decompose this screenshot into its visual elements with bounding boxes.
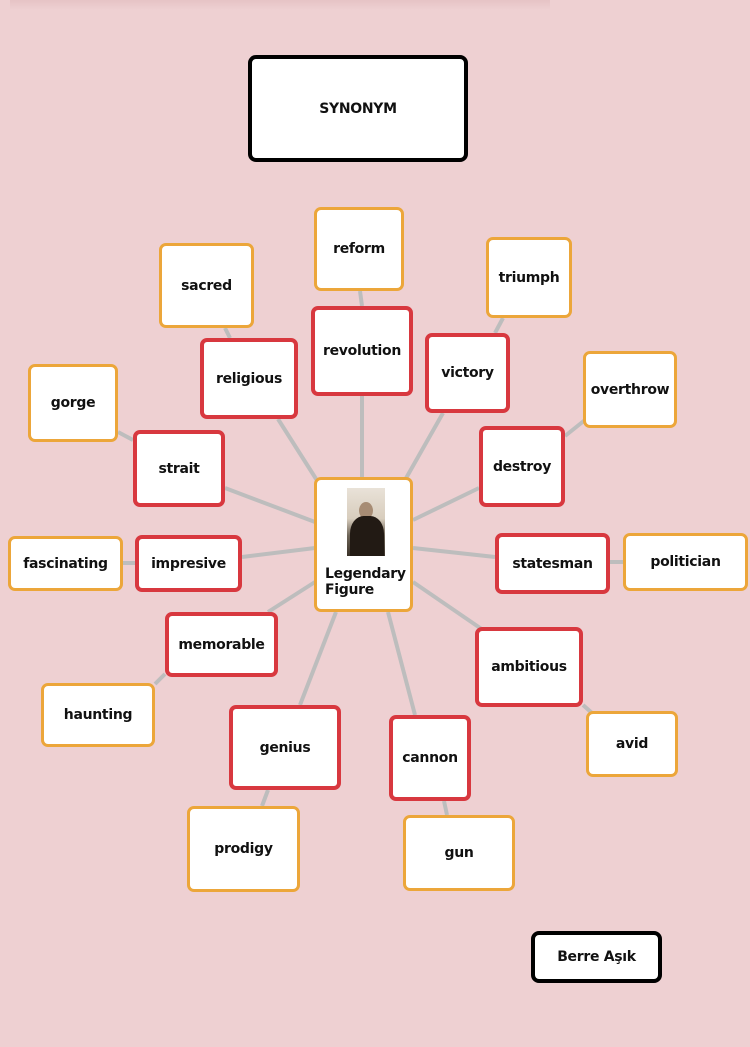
node-label: prodigy (214, 841, 273, 857)
node-impresive[interactable]: impresive (135, 535, 242, 592)
connector-line (298, 611, 338, 706)
author-name: Berre Aşık (557, 949, 636, 965)
connector-line (442, 800, 449, 816)
node-label: ambitious (491, 659, 567, 675)
connector-line (493, 317, 505, 334)
top-shadow (10, 0, 550, 10)
node-label: overthrow (590, 381, 670, 398)
node-label: cannon (402, 750, 458, 766)
connector-line (223, 327, 232, 339)
node-label: sacred (181, 277, 232, 294)
node-label: triumph (498, 269, 560, 286)
connector-line (153, 672, 167, 686)
node-genius[interactable]: genius (229, 705, 341, 790)
node-label: memorable (178, 636, 265, 653)
center-node-legendary-figure[interactable]: Legendary Figure (314, 477, 413, 612)
connector-line (403, 412, 445, 481)
node-strait[interactable]: strait (133, 430, 225, 507)
node-label: impresive (151, 555, 226, 572)
node-label: politician (650, 554, 721, 570)
center-label: Legendary Figure (325, 566, 406, 598)
node-label: reform (333, 241, 385, 257)
node-avid[interactable]: avid (586, 711, 678, 777)
node-haunting[interactable]: haunting (41, 683, 155, 747)
node-victory[interactable]: victory (425, 333, 510, 413)
node-revolution[interactable]: revolution (311, 306, 413, 396)
connector-line (358, 290, 364, 307)
node-label: victory (441, 365, 494, 381)
node-prodigy[interactable]: prodigy (187, 806, 300, 892)
title-box: SYNONYM (248, 55, 468, 162)
connector-line (266, 580, 317, 614)
node-label: fascinating (23, 555, 108, 572)
node-label: avid (615, 736, 649, 752)
portrait-image (347, 488, 385, 556)
connector-line (117, 430, 134, 442)
connector-line (411, 580, 485, 632)
node-gorge[interactable]: gorge (28, 364, 118, 442)
node-gun[interactable]: gun (403, 815, 515, 891)
node-politician[interactable]: politician (623, 533, 748, 591)
node-label: religious (215, 370, 283, 387)
node-label: haunting (63, 707, 133, 723)
connector-line (260, 789, 270, 807)
connector-line (563, 418, 587, 438)
connector-line (276, 417, 320, 484)
node-memorable[interactable]: memorable (165, 612, 278, 677)
connector-line (412, 486, 480, 522)
node-label: gorge (50, 395, 96, 411)
node-reform[interactable]: reform (314, 207, 404, 291)
node-destroy[interactable]: destroy (479, 426, 565, 507)
connector-line (386, 611, 417, 716)
node-label: destroy (492, 458, 552, 475)
connector-line (412, 546, 496, 559)
node-label: revolution (323, 343, 401, 359)
title-text: SYNONYM (319, 100, 397, 117)
connector-line (224, 486, 316, 524)
node-ambitious[interactable]: ambitious (475, 627, 583, 707)
node-religious[interactable]: religious (200, 338, 298, 419)
node-fascinating[interactable]: fascinating (8, 536, 123, 591)
node-overthrow[interactable]: overthrow (583, 351, 677, 428)
node-statesman[interactable]: statesman (495, 533, 610, 594)
node-label: gun (444, 845, 474, 861)
node-cannon[interactable]: cannon (389, 715, 471, 801)
author-box: Berre Aşık (531, 931, 662, 983)
node-label: statesman (512, 555, 593, 572)
node-sacred[interactable]: sacred (159, 243, 254, 328)
node-label: genius (259, 739, 311, 756)
node-label: strait (158, 460, 200, 477)
connector-line (241, 546, 316, 559)
node-triumph[interactable]: triumph (486, 237, 572, 318)
